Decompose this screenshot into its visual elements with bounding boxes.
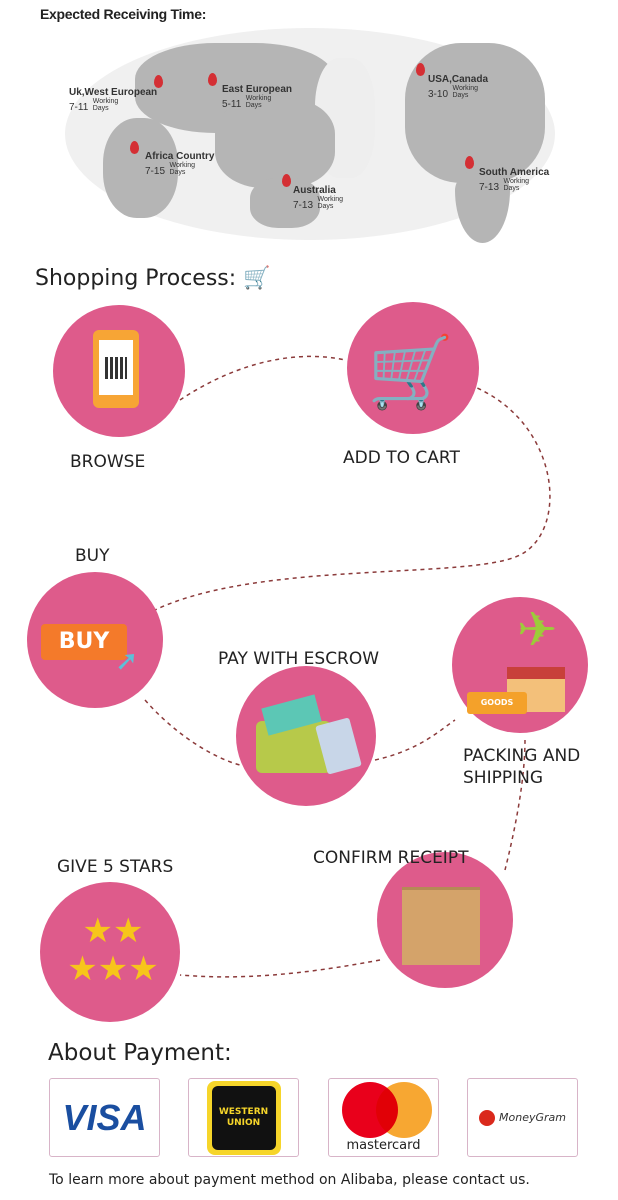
step-packing-and-shipping: PACKING AND SHIPPING <box>463 746 581 788</box>
browse-circle <box>53 305 185 437</box>
buy-button-graphic: BUY <box>41 624 127 660</box>
moneygram-logo: MoneyGram <box>467 1078 578 1157</box>
about-payment-title: About Payment: <box>48 1040 232 1066</box>
step-browse: BROWSE <box>70 452 146 472</box>
map-pin-icon <box>282 174 291 187</box>
packing-and-shipping-circle: ✈ GOODS <box>452 597 588 733</box>
map-pin-icon <box>208 73 217 86</box>
add-to-cart-circle: 🛒 <box>347 302 479 434</box>
package-box-icon <box>402 887 480 965</box>
moneygram-icon <box>479 1109 495 1126</box>
step-buy: BUY <box>75 546 110 566</box>
western-union-logo: WESTERN UNION <box>188 1078 299 1157</box>
shopping-cart-icon: 🛒 <box>243 266 271 291</box>
buy-circle: BUY ➚ <box>27 572 163 708</box>
step-add-to-cart: ADD TO CART <box>343 448 460 468</box>
step-give-5-stars: GIVE 5 STARS <box>57 857 174 877</box>
qr-code-icon <box>105 357 127 379</box>
visa-logo: VISA <box>49 1078 160 1157</box>
mastercard-logo: mastercard <box>328 1078 439 1157</box>
shopping-cart-icon: 🛒 <box>367 331 455 413</box>
give-5-stars-circle: ★★★★★ <box>40 882 180 1022</box>
shopping-process-title: Shopping Process: 🛒 <box>35 266 271 291</box>
map-pin-icon <box>416 63 425 76</box>
map-pin-icon <box>465 156 474 169</box>
truck-icon: GOODS <box>467 692 527 714</box>
map-pin-icon <box>154 75 163 88</box>
stars-icon: ★★★★★ <box>67 911 159 989</box>
cursor-icon: ➚ <box>115 644 139 677</box>
confirm-receipt-circle <box>377 852 513 988</box>
map-pin-icon <box>130 141 139 154</box>
step-pay-with-escrow: PAY WITH ESCROW <box>218 649 380 669</box>
airplane-icon: ✈ <box>517 602 558 658</box>
pay-with-escrow-circle <box>236 666 376 806</box>
payment-note: To learn more about payment method on Al… <box>49 1172 530 1188</box>
process-path <box>144 355 551 978</box>
receiving-time-title: Expected Receiving Time: <box>40 6 207 22</box>
world-map <box>65 28 555 243</box>
step-confirm-receipt: CONFIRM RECEIPT <box>313 848 469 868</box>
